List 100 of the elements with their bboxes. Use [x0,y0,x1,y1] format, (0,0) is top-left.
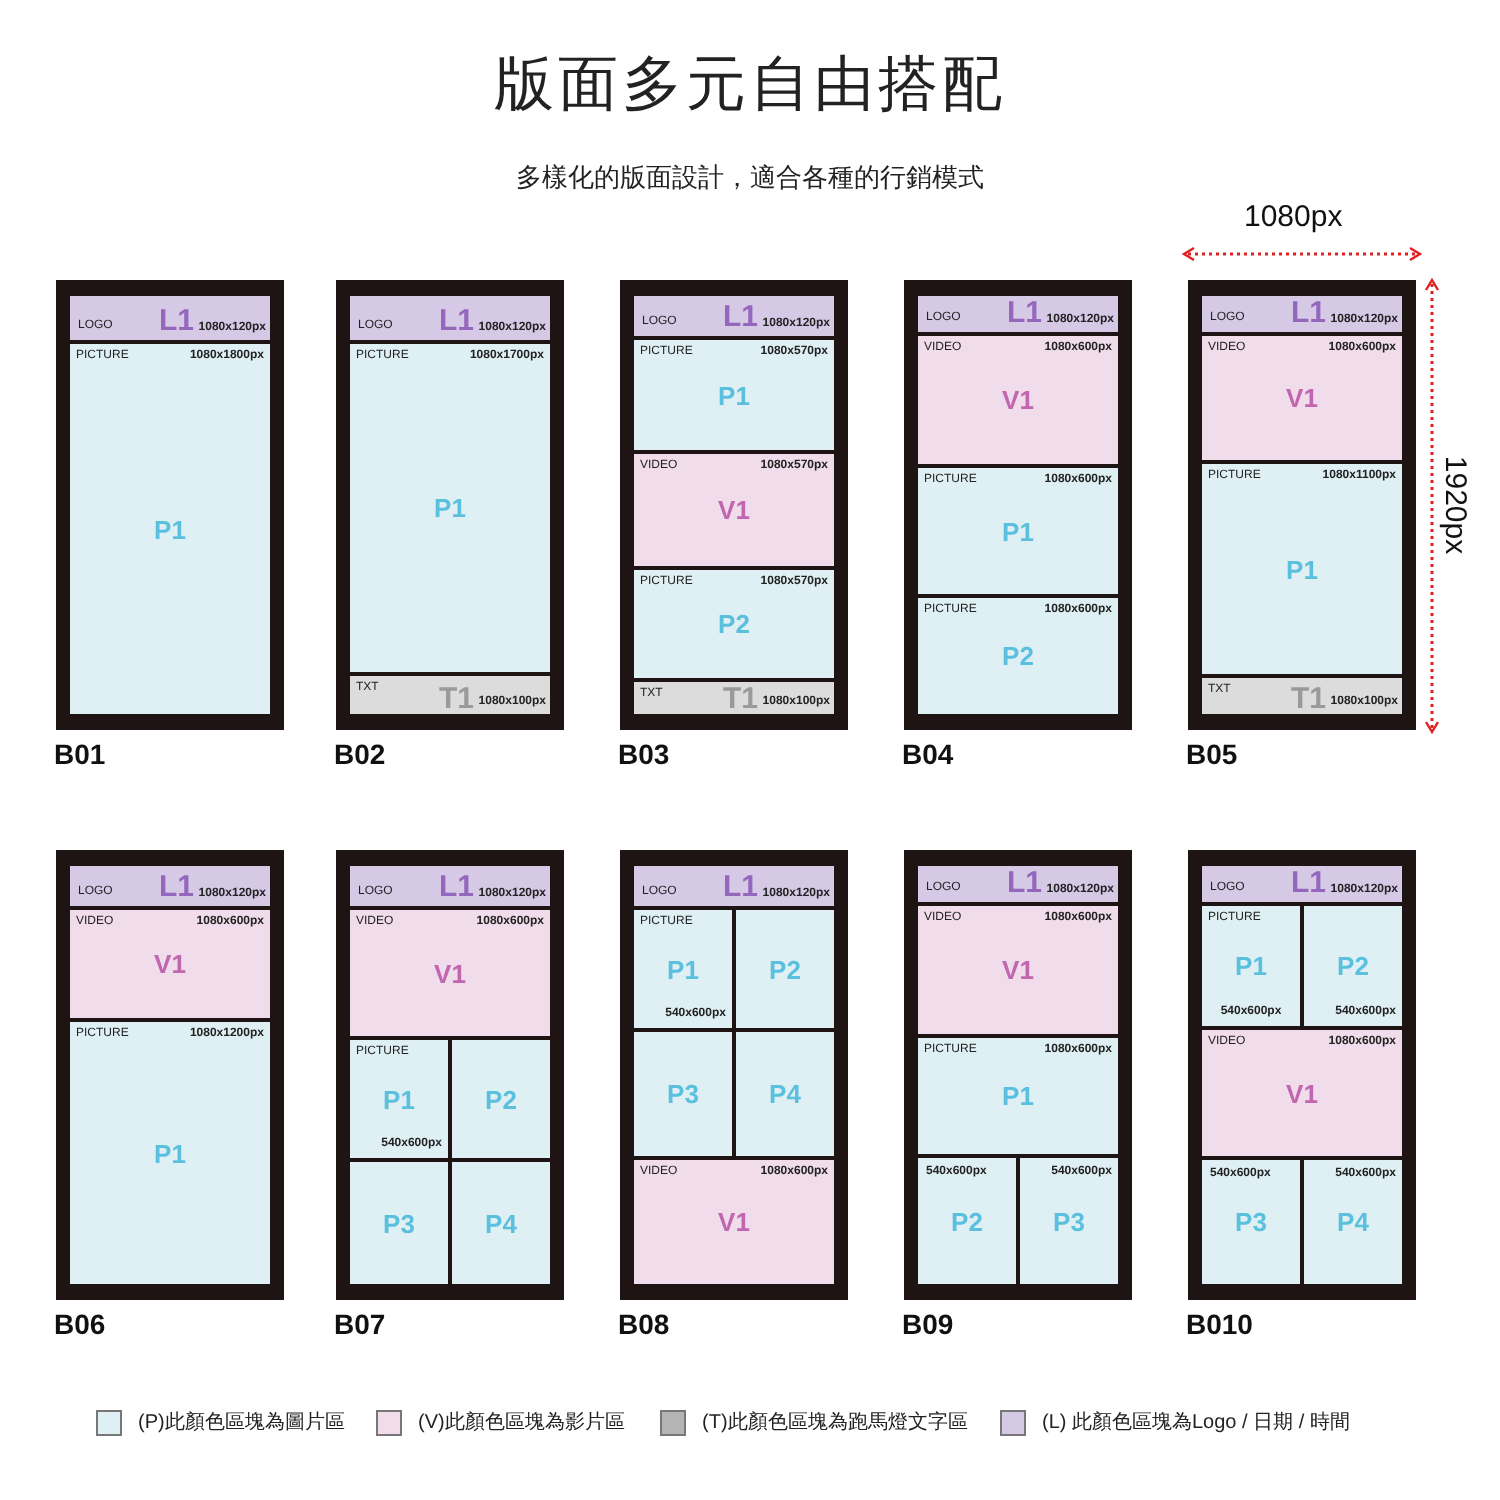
layout-region [350,866,550,906]
layout-region [452,1040,550,1158]
region-code: T1 [722,684,758,714]
region-code: P1 [716,382,752,408]
screen-frame [56,850,284,1300]
layout-region [634,1032,732,1156]
region-code: V1 [432,960,468,986]
region-code: V1 [1284,385,1320,411]
region-code: P3 [1233,1209,1269,1235]
layout-region [918,468,1118,594]
layout-region [634,682,834,714]
screen-frame [904,850,1132,1300]
region-code: P1 [1233,953,1269,979]
layout-region [350,676,550,714]
layout-region [1202,464,1402,674]
region-code: P2 [716,611,752,637]
region-code: L1 [1006,868,1042,898]
screen-frame [336,280,564,730]
screen-frame [56,280,284,730]
region-code: T1 [438,684,474,714]
region-code: P3 [665,1081,701,1107]
layout-region [634,340,834,450]
region-code: L1 [158,872,194,902]
layout-region [350,1162,448,1284]
layout-code: B08 [618,1308,670,1340]
region-code: P4 [767,1081,803,1107]
region-code: L1 [438,872,474,902]
region-code: P1 [432,495,468,521]
legend-text: (P)此顏色區塊為圖片區 [138,1409,345,1436]
layout-code: B04 [902,738,954,770]
region-code: P3 [1051,1208,1087,1234]
layout-region [70,344,270,714]
layout-region [70,866,270,906]
screen-frame [904,280,1132,730]
region-code: P1 [1284,556,1320,582]
layout-region [1304,1160,1402,1284]
layout-region [634,570,834,678]
region-code: V1 [1284,1080,1320,1106]
layout-region [736,910,834,1028]
region-code: L1 [722,872,758,902]
title: 版面多元自由搭配 [492,50,1008,122]
region-code: P4 [483,1210,519,1236]
layout-region [918,1158,1016,1284]
layout-region [918,336,1118,464]
screen-frame [336,850,564,1300]
layout-region [634,866,834,906]
layout-region [1202,1030,1402,1156]
layout-region [634,1160,834,1284]
layout-code: B06 [54,1308,106,1340]
region-code: V1 [1000,957,1036,983]
region-code: L1 [438,306,474,336]
region-code: P2 [1335,953,1371,979]
region-code: P1 [665,956,701,982]
region-code: P1 [152,516,188,542]
layout-code: B03 [618,738,670,770]
layout-region [1202,866,1402,902]
region-code: L1 [158,306,194,336]
region-code: P1 [1000,518,1036,544]
dimension-text: 1080px [1244,200,1343,234]
layout-code: B09 [902,1308,954,1340]
subtitle: 多樣化的版面設計，適合各種的行銷模式 [514,160,986,196]
layout-region [1202,1160,1300,1284]
layout-region [634,910,732,1028]
layout-region [918,598,1118,714]
region-code: P1 [152,1140,188,1166]
layout-code: B05 [1186,738,1238,770]
region-code: P1 [381,1086,417,1112]
layout-code: B010 [1186,1308,1253,1340]
layout-region [70,910,270,1018]
layout-region [70,296,270,340]
region-code: P2 [483,1086,519,1112]
region-code: P4 [1335,1209,1371,1235]
layout-region [736,1032,834,1156]
screen-frame [620,850,848,1300]
layout-region [350,344,550,672]
layout-region [350,1040,448,1158]
layout-region [918,1038,1118,1154]
legend-text: (T)此顏色區塊為跑馬燈文字區 [702,1409,968,1436]
region-code: P1 [1000,1083,1036,1109]
legend-text: (L) 此顏色區塊為Logo / 日期 / 時間 [1042,1409,1350,1436]
layout-code: B07 [334,1308,386,1340]
screen-frame [620,280,848,730]
region-code: P2 [1000,643,1036,669]
region-code: V1 [716,1209,752,1235]
region-code: V1 [152,951,188,977]
layout-code: B02 [334,738,386,770]
layout-region [1202,678,1402,714]
region-code: V1 [716,497,752,523]
layout-region [1202,906,1300,1026]
region-code: L1 [722,302,758,332]
region-code: P2 [767,956,803,982]
layout-region [918,906,1118,1034]
layout-region [918,866,1118,902]
screen-frame [1188,850,1416,1300]
region-code: V1 [1000,387,1036,413]
dimension-text: 1920px [1438,455,1473,555]
layout-region [634,296,834,336]
layout-region [918,296,1118,332]
layout-region [1202,296,1402,332]
layout-region [70,1022,270,1284]
